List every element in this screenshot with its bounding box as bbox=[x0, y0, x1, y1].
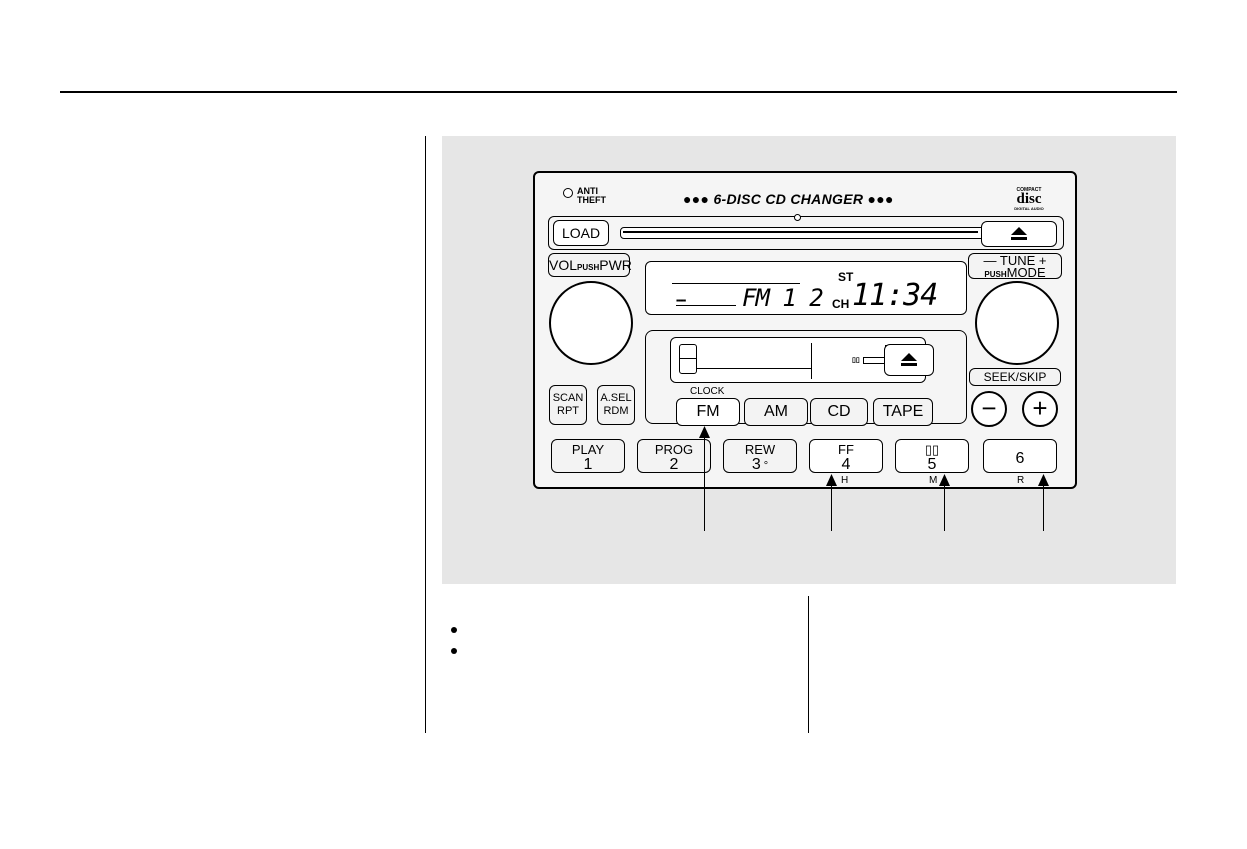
bullet-icon bbox=[451, 627, 457, 633]
tune-knob[interactable] bbox=[975, 281, 1059, 365]
tape-button[interactable]: TAPE bbox=[873, 398, 933, 426]
dots-right-icon: ●●● bbox=[863, 191, 893, 207]
callout-line-minute bbox=[944, 484, 945, 531]
preset-6-sublabel: R bbox=[1017, 475, 1024, 486]
cd-slot bbox=[620, 227, 986, 239]
cd-button[interactable]: CD bbox=[810, 398, 868, 426]
bullet-icon bbox=[451, 648, 457, 654]
lcd-display: ST ▪▪▪▪▪ FM 1 2 CH 11:34 bbox=[645, 261, 967, 315]
logo-digital-audio-text: DIGITAL AUDIO bbox=[1009, 206, 1049, 211]
compact-disc-logo: COMPACT disc DIGITAL AUDIO bbox=[1009, 187, 1049, 211]
cd-slot-line bbox=[623, 231, 978, 233]
tape-window-icon bbox=[679, 344, 697, 374]
fm-button[interactable]: FM bbox=[676, 398, 740, 426]
anti-theft-indicator-icon bbox=[563, 188, 573, 198]
disc-indicator-icon bbox=[794, 214, 801, 221]
degree-icon: ° bbox=[761, 460, 768, 472]
signal-meter-base bbox=[676, 305, 736, 306]
radio-faceplate: ANTI THEFT ●●● 6-DISC CD CHANGER ●●● COM… bbox=[533, 171, 1077, 489]
channel-indicator: CH bbox=[832, 297, 849, 311]
tape-window-divider bbox=[679, 358, 697, 359]
eject-icon bbox=[1009, 226, 1029, 242]
tape-eject-button[interactable] bbox=[884, 344, 934, 376]
callout-line-fm bbox=[704, 436, 705, 531]
changer-title: 6-DISC CD CHANGER bbox=[713, 191, 863, 207]
callout-arrow-hour-icon bbox=[825, 474, 838, 486]
callout-arrow-reset-icon bbox=[1037, 474, 1050, 486]
volume-knob[interactable] bbox=[549, 281, 633, 365]
signal-meter-icon: ▪▪▪▪▪ bbox=[676, 296, 685, 305]
load-button[interactable]: LOAD bbox=[553, 220, 609, 246]
changer-title-group: ●●● 6-DISC CD CHANGER ●●● bbox=[683, 191, 894, 207]
cd-eject-button[interactable] bbox=[981, 221, 1057, 247]
tape-slot-line bbox=[697, 368, 811, 369]
callout-arrow-minute-icon bbox=[938, 474, 951, 486]
preset-4-sublabel: H bbox=[841, 475, 848, 486]
clock-label: CLOCK bbox=[690, 386, 724, 397]
dots-left-icon: ●●● bbox=[683, 191, 713, 207]
am-button[interactable]: AM bbox=[744, 398, 808, 426]
seek-down-button[interactable]: − bbox=[971, 391, 1007, 427]
minus-icon: − bbox=[981, 393, 996, 423]
clock-readout: 11:34 bbox=[852, 278, 937, 313]
tape-direction-icon: ▯▯ bbox=[852, 356, 860, 364]
header-rule bbox=[60, 91, 1177, 93]
preset-5-sublabel: M bbox=[929, 475, 937, 486]
column-divider-right bbox=[808, 596, 809, 733]
callout-line-reset bbox=[1043, 484, 1044, 531]
column-divider-left bbox=[425, 136, 426, 733]
vol-pwr-button[interactable]: VOLPUSHPWR bbox=[548, 253, 630, 277]
callout-line-hour bbox=[831, 484, 832, 531]
tune-mode-button[interactable]: — TUNE + PUSHMODE bbox=[968, 253, 1062, 279]
seek-skip-label: SEEK/SKIP bbox=[969, 368, 1061, 386]
anti-theft-label: ANTI THEFT bbox=[577, 187, 607, 205]
tape-mechanism-edge bbox=[811, 343, 812, 379]
eject-icon bbox=[899, 352, 919, 368]
plus-icon: + bbox=[1032, 393, 1047, 423]
preset-button-5[interactable]: ▯▯5 bbox=[895, 439, 969, 473]
callout-arrow-fm-icon bbox=[698, 426, 711, 438]
seek-up-button[interactable]: + bbox=[1022, 391, 1058, 427]
logo-disc-text: disc bbox=[1009, 193, 1049, 206]
preset-button-6[interactable]: 6 bbox=[983, 439, 1057, 473]
band-readout: FM 1 2 bbox=[742, 284, 823, 312]
